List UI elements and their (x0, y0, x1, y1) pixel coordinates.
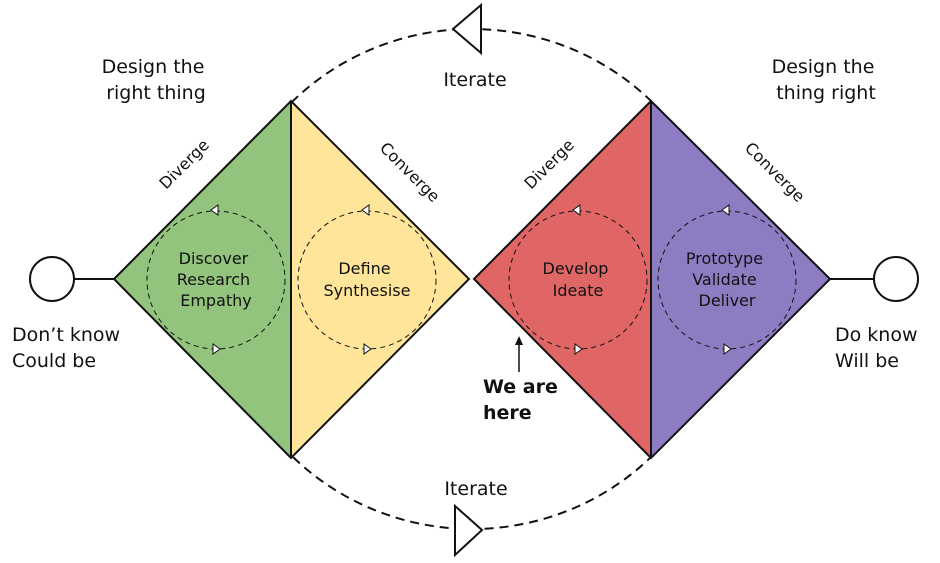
diamond-2-converge-label: Converge (741, 138, 809, 206)
start-node (29, 256, 75, 302)
design-right-thing-label: Design the right thing (102, 56, 211, 104)
design-thing-right-label: Design the thing right (772, 56, 881, 104)
define-loop-arrow-bottom-icon (363, 343, 372, 355)
deliver-half (651, 101, 830, 458)
develop-loop-arrow-bottom-icon (574, 343, 583, 355)
develop-phase-label: Develop Ideate (543, 259, 614, 300)
iterate-top-arrow-icon (451, 2, 482, 56)
end-node (873, 256, 919, 302)
discover-phase-label: Discover Research Empathy (177, 249, 255, 310)
define-loop-arrow-top-icon (361, 204, 370, 216)
diamond-1-outline (112, 99, 471, 460)
discover-loop-arrow-top-icon (210, 204, 219, 216)
develop-half (474, 101, 651, 458)
discover-loop-arrow-bottom-icon (212, 343, 221, 355)
end-label: Do know Will be (835, 324, 924, 372)
develop-loop-arrow-top-icon (572, 204, 581, 216)
we-are-here-arrow-icon (515, 336, 523, 345)
diamond-2-outline (472, 99, 832, 460)
discover-half (114, 101, 291, 458)
start-label: Don’t know Could be (12, 324, 126, 372)
we-are-here-label: We are here (483, 376, 564, 424)
define-phase-label: Define Synthesise (324, 259, 411, 300)
define-half (291, 101, 469, 458)
deliver-loop-arrow-bottom-icon (723, 343, 732, 355)
deliver-phase-label: Prototype Validate Deliver (686, 249, 768, 310)
iterate-bottom-arrow-icon (454, 503, 484, 558)
deliver-loop-arrow-top-icon (721, 204, 730, 216)
iterate-bottom-label: Iterate (444, 478, 507, 500)
diamond-1-diverge-label: Diverge (155, 135, 213, 193)
iterate-top-label: Iterate (443, 69, 506, 91)
